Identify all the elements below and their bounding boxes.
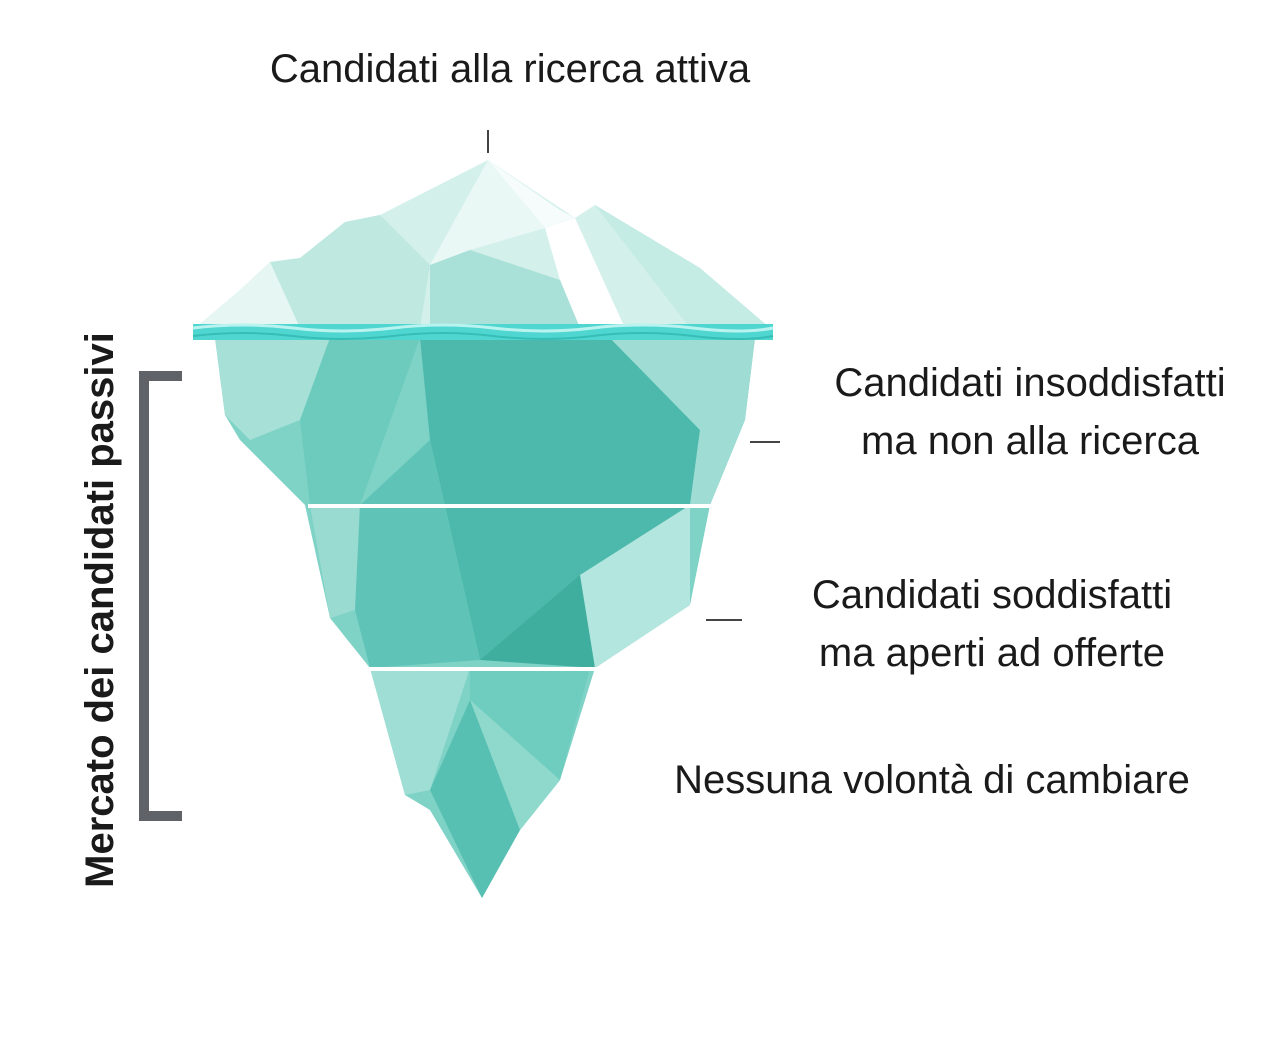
label-no-change: Nessuna volontà di cambiare (674, 758, 1190, 802)
label-satisfied-line-2: ma aperti ad offerte (818, 631, 1166, 675)
label-unsatisfied-candidates: Candidati insoddisfatti ma non alla rice… (780, 354, 1280, 470)
label-satisfied-candidates: Candidati soddisfatti ma aperti ad offer… (742, 566, 1242, 682)
label-active-candidates: Candidati alla ricerca attiva (269, 47, 751, 91)
label-satisfied-line-1: Candidati soddisfatti (811, 573, 1173, 617)
passive-market-bracket (139, 371, 182, 821)
label-unsatisfied-line-2: ma non alla ricerca (861, 419, 1199, 463)
waterline (192, 323, 774, 340)
label-unsatisfied-line-1: Candidati insoddisfatti (834, 361, 1226, 405)
iceberg-tip (195, 160, 770, 328)
side-title-passive-market: Mercato dei candidati passivi (78, 332, 122, 888)
iceberg-submerged (215, 338, 755, 898)
